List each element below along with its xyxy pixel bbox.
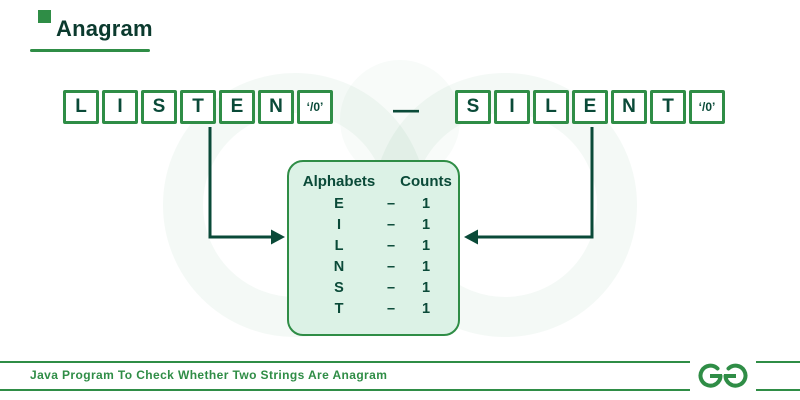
row-count: 1: [421, 237, 431, 254]
header-alphabets: Alphabets: [302, 173, 376, 190]
letter-cell: T: [180, 90, 216, 124]
letter-cell: L: [533, 90, 569, 124]
row-count: 1: [421, 258, 431, 275]
letter-cell: E: [219, 90, 255, 124]
table-row: E – 1: [300, 193, 447, 214]
letter-cell: N: [258, 90, 294, 124]
geeksforgeeks-logo: [690, 359, 756, 393]
word-listen: L I S T E N ‘/0’: [63, 90, 333, 124]
row-count: 1: [421, 300, 431, 317]
row-count: 1: [421, 216, 431, 233]
header-counts: Counts: [400, 173, 452, 190]
row-letter: S: [334, 279, 344, 296]
row-letter: E: [334, 195, 344, 212]
letter-cell: E: [572, 90, 608, 124]
footer-divider-top: [0, 361, 800, 363]
right-arrow-head-icon: [464, 229, 478, 245]
word-silent: S I L E N T ‘/0’: [455, 90, 725, 124]
row-dash: –: [386, 300, 396, 317]
null-terminator-cell: ‘/0’: [297, 90, 333, 124]
row-letter: T: [334, 300, 344, 317]
row-letter: N: [333, 258, 345, 275]
table-row: T – 1: [300, 298, 447, 319]
letter-cell: L: [63, 90, 99, 124]
row-count: 1: [421, 279, 431, 296]
right-arrow-line: [478, 127, 594, 239]
footer-divider-bottom: [0, 389, 800, 391]
geeksforgeeks-logo-icon: [698, 363, 748, 388]
row-dash: –: [386, 258, 396, 275]
letter-cell: I: [102, 90, 138, 124]
left-arrow-head-icon: [271, 229, 285, 245]
footer-caption: Java Program To Check Whether Two String…: [30, 368, 388, 382]
row-dash: –: [386, 195, 396, 212]
counts-header: Alphabets Counts: [300, 173, 452, 190]
row-dash: –: [386, 237, 396, 254]
page-title: Anagram: [56, 16, 153, 41]
words-separator-dash: —: [393, 94, 419, 124]
letter-cell: I: [494, 90, 530, 124]
left-arrow-line: [208, 127, 271, 239]
table-row: S – 1: [300, 277, 447, 298]
title-underline: [30, 49, 150, 52]
counts-panel: Alphabets Counts E – 1 I – 1 L – 1 N – 1…: [287, 160, 460, 336]
table-row: I – 1: [300, 214, 447, 235]
row-dash: –: [386, 216, 396, 233]
letter-cell: S: [455, 90, 491, 124]
null-terminator-cell: ‘/0’: [689, 90, 725, 124]
table-row: L – 1: [300, 235, 447, 256]
row-letter: L: [334, 237, 344, 254]
row-dash: –: [386, 279, 396, 296]
title-accent-square: [38, 10, 51, 23]
row-letter: I: [336, 216, 342, 233]
row-count: 1: [421, 195, 431, 212]
letter-cell: N: [611, 90, 647, 124]
table-row: N – 1: [300, 256, 447, 277]
letter-cell: S: [141, 90, 177, 124]
letter-cell: T: [650, 90, 686, 124]
